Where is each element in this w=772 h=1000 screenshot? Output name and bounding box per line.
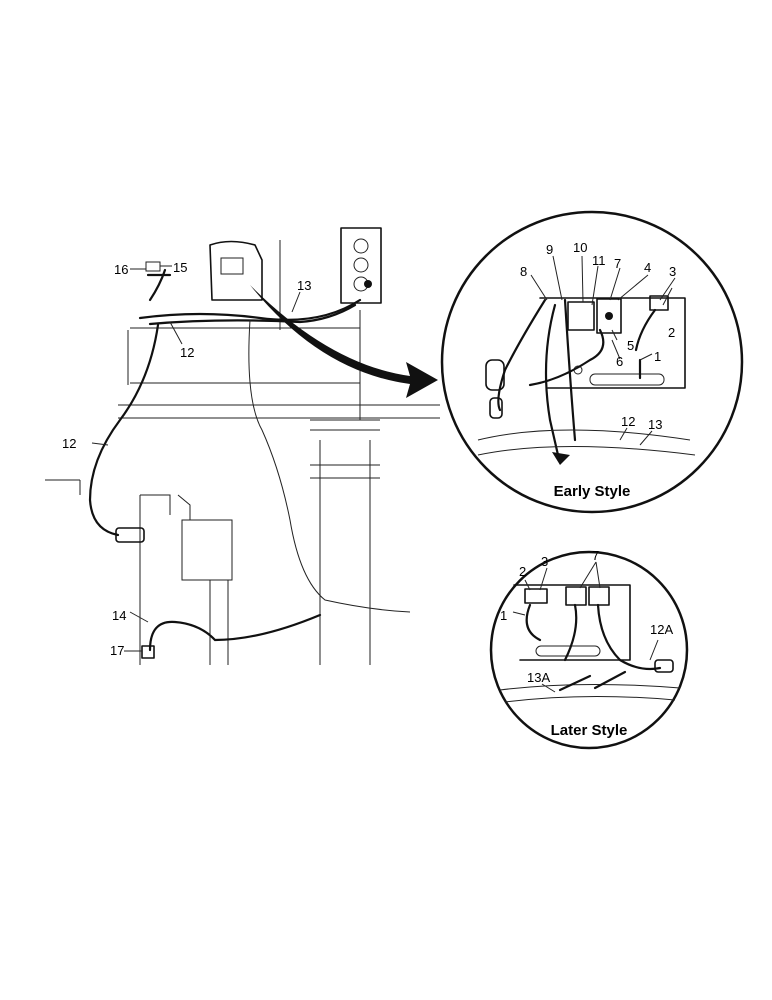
later-callout-12A: 12A xyxy=(650,622,673,637)
later-style-detail: 2 3 7 1 12A 13A Later Style xyxy=(489,548,689,750)
main-harness xyxy=(138,298,362,321)
early-callout-12: 12 xyxy=(621,414,635,429)
early-style-circle xyxy=(440,210,744,514)
harness-12 xyxy=(88,323,160,537)
early-callout-7: 7 xyxy=(614,256,621,271)
later-connector-12A xyxy=(654,659,674,673)
early-leaders xyxy=(530,255,676,446)
later-callout-2: 2 xyxy=(519,564,526,579)
later-leaders xyxy=(512,561,659,693)
later-panel xyxy=(513,584,631,661)
callout-17: 17 xyxy=(110,643,124,658)
later-callout-1: 1 xyxy=(500,608,507,623)
relay-socket-2 xyxy=(353,257,369,273)
column xyxy=(319,440,371,665)
long-wire xyxy=(248,319,411,613)
later-wires xyxy=(525,603,662,671)
early-callout-1: 1 xyxy=(654,349,661,364)
early-callout-6: 6 xyxy=(616,354,623,369)
early-wire-c xyxy=(563,298,577,442)
control-box-switch xyxy=(220,257,244,275)
later-harness-13A xyxy=(558,670,627,692)
relay-plug xyxy=(364,280,372,288)
relay-panel xyxy=(340,227,382,304)
callout-12-upper: 12 xyxy=(180,345,194,360)
callout-12-lower: 12 xyxy=(62,436,76,451)
early-relay-7 xyxy=(596,298,622,334)
early-relay-11 xyxy=(567,301,595,331)
later-relay-b xyxy=(588,586,610,606)
crossbar xyxy=(118,404,440,419)
early-callout-13: 13 xyxy=(648,417,662,432)
upper-frame xyxy=(127,327,360,385)
later-callout-7: 7 xyxy=(592,548,599,563)
later-callout-3: 3 xyxy=(541,554,548,569)
sensor-part-16 xyxy=(145,261,161,272)
early-callout-11: 11 xyxy=(592,253,606,268)
column-bracket xyxy=(310,419,380,479)
callout-13: 13 xyxy=(297,278,311,293)
later-style-caption: Later Style xyxy=(551,722,628,739)
later-fuse-3 xyxy=(524,588,548,604)
early-harness-base xyxy=(477,429,696,456)
early-callout-8: 8 xyxy=(520,264,527,279)
frame-post xyxy=(279,240,361,420)
pump-shaft xyxy=(209,580,229,665)
early-fuse-3 xyxy=(649,295,669,311)
later-style-circle xyxy=(489,550,689,750)
early-callout-2: 2 xyxy=(668,325,675,340)
early-slot xyxy=(589,373,665,386)
main-harness-2 xyxy=(148,303,357,326)
early-callout-4: 4 xyxy=(644,260,651,275)
sensor-bracket xyxy=(146,268,172,302)
early-plug xyxy=(489,397,503,419)
later-harness-base xyxy=(499,683,681,703)
sender-17 xyxy=(141,645,155,659)
detail-arrow xyxy=(250,285,438,398)
later-relay-a xyxy=(565,586,587,606)
early-callout-10: 10 xyxy=(573,240,587,255)
early-wire-e xyxy=(634,308,657,380)
early-callout-9: 9 xyxy=(546,242,553,257)
callout-14: 14 xyxy=(112,608,126,623)
early-wire-d xyxy=(528,328,605,387)
early-style-caption: Early Style xyxy=(554,483,631,500)
harness-14 xyxy=(148,613,322,652)
pump-top xyxy=(177,494,191,520)
early-connector xyxy=(485,359,505,391)
later-callout-13A: 13A xyxy=(527,670,550,685)
early-wire-b xyxy=(544,303,560,457)
relay-socket-1 xyxy=(353,238,369,254)
callout-15: 15 xyxy=(173,260,187,275)
lower-block xyxy=(45,479,171,665)
early-wire-a xyxy=(497,298,547,412)
early-style-detail: 9 10 11 8 7 4 3 2 5 6 1 12 13 Early Styl… xyxy=(440,210,744,514)
early-callout-3: 3 xyxy=(669,264,676,279)
control-box xyxy=(209,240,263,301)
pump-housing xyxy=(181,519,233,581)
connector-12 xyxy=(115,527,145,543)
early-wire-tip xyxy=(552,452,570,465)
callout-16: 16 xyxy=(114,262,128,277)
early-callout-5: 5 xyxy=(627,338,634,353)
early-panel xyxy=(539,297,686,389)
main-leaders xyxy=(91,265,301,652)
main-assembly: 16 15 13 12 12 14 17 xyxy=(45,227,440,665)
early-relay-7-pin xyxy=(605,312,613,320)
